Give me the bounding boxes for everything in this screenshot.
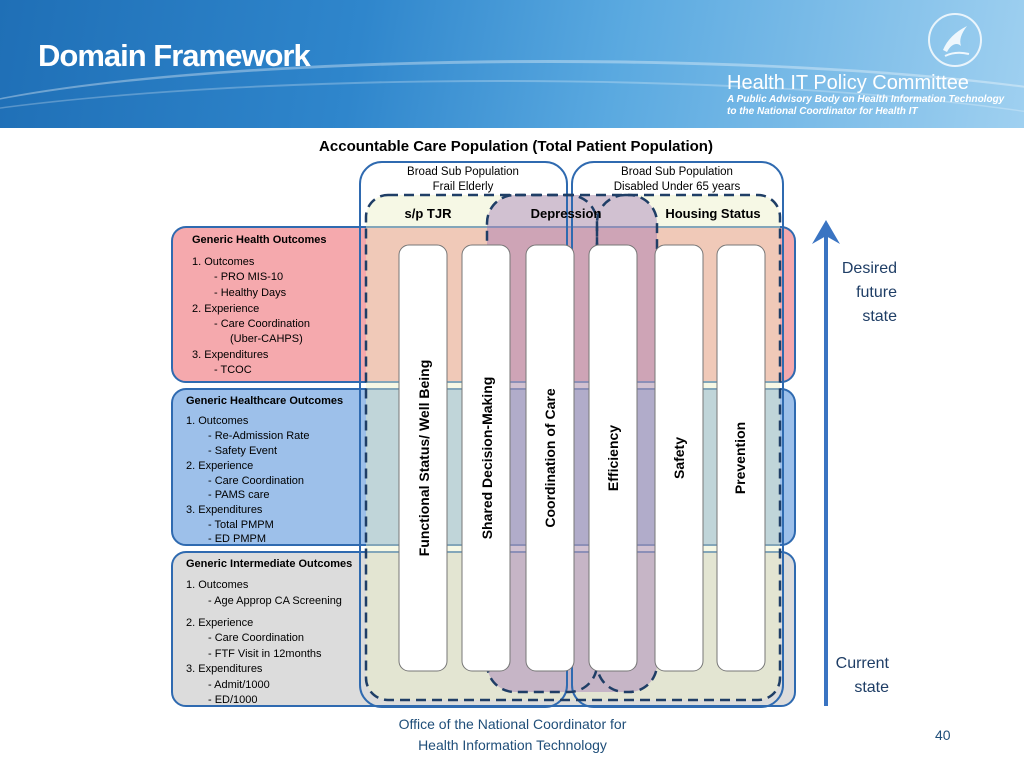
population-title: Accountable Care Population (Total Patie… [319, 138, 713, 155]
domain-label: Safety [671, 437, 687, 479]
condition-label: Housing Status [665, 206, 760, 221]
committee-logo: Health IT Policy Committee A Public Advi… [727, 72, 1004, 118]
footer-line: Office of the National Coordinator for [398, 716, 627, 732]
header-wave [0, 60, 1024, 128]
hhs-eagle-logo-icon [928, 13, 982, 67]
band-line: - PRO MIS-10 [214, 271, 283, 283]
band-line: 3. Expenditures [186, 504, 263, 516]
band-line: - ED/1000 [208, 694, 258, 706]
domain-column [461, 244, 511, 672]
band-line: - Care Coordination [208, 475, 304, 487]
band-line: (Uber-CAHPS) [230, 333, 303, 345]
band-line: 1. Outcomes [186, 415, 249, 427]
footer-line: Health Information Technology [418, 737, 607, 753]
band-line: - Care Coordination [214, 318, 310, 330]
band-line: 2. Experience [192, 303, 259, 315]
band-line: - TCOC [214, 364, 252, 376]
band-line: - Healthy Days [214, 287, 287, 299]
logo-subtitle: to the National Coordinator for Health I… [727, 106, 918, 117]
domain-column [654, 244, 704, 672]
domain-label: Functional Status/ Well Being [416, 360, 432, 557]
logo-subtitle: A Public Advisory Body on Health Informa… [727, 94, 1005, 105]
band-line: 1. Outcomes [192, 256, 255, 268]
domain-column [588, 244, 638, 672]
band-line: 3. Expenditures [186, 663, 263, 675]
arrow-label-top: future [856, 284, 897, 301]
band-line: 2. Experience [186, 617, 253, 629]
condition-label: Depression [531, 206, 602, 221]
logo-title: Health IT Policy Committee [727, 72, 969, 94]
condition-label: s/p TJR [405, 206, 453, 221]
band-line: - ED PMPM [208, 533, 266, 545]
page-title: Domain Framework [38, 38, 311, 73]
domain-framework-diagram: Accountable Care Population (Total Patie… [171, 138, 897, 708]
band-line: - Safety Event [208, 445, 277, 457]
domain-label: Prevention [732, 422, 748, 494]
domain-label: Efficiency [605, 425, 621, 491]
arrow-label-bottom: state [854, 679, 889, 696]
page-number: 40 [935, 727, 951, 743]
band-line: - FTF Visit in 12months [208, 648, 322, 660]
domain-label: Shared Decision-Making [479, 377, 495, 540]
slide-footer: Office of the National Coordinator for H… [330, 714, 695, 756]
band-line: - Care Coordination [208, 632, 304, 644]
up-arrow-head [812, 220, 840, 244]
band-line: - PAMS care [208, 489, 270, 501]
domain-column [525, 244, 575, 672]
sub-population-label: Frail Elderly [433, 181, 494, 193]
arrow-label-bottom: Current [836, 655, 890, 672]
band-title: Generic Health Outcomes [192, 234, 327, 246]
domain-label: Coordination of Care [542, 388, 558, 527]
slide-header: Domain Framework Health IT Policy Commit… [0, 0, 1024, 128]
band-line: - Re-Admission Rate [208, 430, 309, 442]
sub-population-label: Broad Sub Population [407, 166, 519, 178]
band-line: - Age Approp CA Screening [208, 595, 342, 607]
domain-column [398, 244, 448, 672]
sub-population-label: Broad Sub Population [621, 166, 733, 178]
band-title: Generic Healthcare Outcomes [186, 395, 343, 407]
header-wave [0, 80, 1024, 128]
sub-population-label: Disabled Under 65 years [614, 181, 741, 193]
band-line: - Total PMPM [208, 519, 274, 531]
domain-column [716, 244, 766, 672]
band-line: 1. Outcomes [186, 579, 249, 591]
band-title: Generic Intermediate Outcomes [186, 558, 352, 570]
band-line: 2. Experience [186, 460, 253, 472]
band-line: 3. Expenditures [192, 349, 269, 361]
arrow-label-top: state [862, 308, 897, 325]
arrow-label-top: Desired [842, 260, 897, 277]
band-line: - Admit/1000 [208, 679, 270, 691]
